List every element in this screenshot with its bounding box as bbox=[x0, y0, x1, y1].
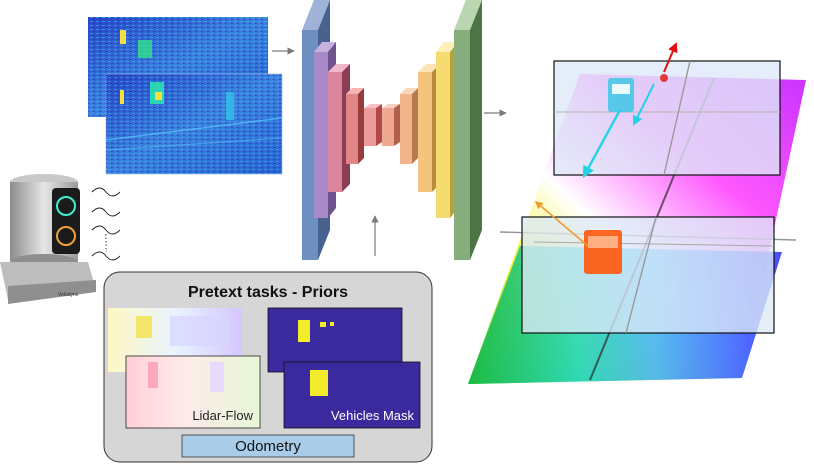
cyan-motion-arrow-2 bbox=[582, 109, 622, 179]
encoder-decoder-network bbox=[302, 0, 482, 260]
vehicle-mask-back-image bbox=[267, 307, 403, 373]
decoder-layer-1 bbox=[400, 88, 418, 164]
tracked-vehicle-icon bbox=[608, 74, 668, 112]
vehicles-mask-label: Vehicles Mask bbox=[331, 408, 415, 423]
red-motion-arrow bbox=[663, 42, 678, 73]
vehicle-mask-front-image: Vehicles Mask bbox=[283, 361, 421, 429]
priors-panel: Pretext tasks - Priors Lidar-Flow Vehicl… bbox=[103, 271, 433, 463]
odometry-label: Odometry bbox=[235, 438, 301, 455]
velodyne-sensor: Velodyne bbox=[0, 174, 121, 304]
lidar-flow-label: Lidar-Flow bbox=[192, 408, 253, 423]
odometry-box: Odometry bbox=[181, 434, 355, 458]
output-frame-top bbox=[553, 42, 781, 179]
laser-waves-icon bbox=[91, 187, 121, 261]
lidar-frame-front bbox=[105, 73, 283, 175]
decoder-layer-4 bbox=[454, 0, 482, 260]
bottleneck-layer-1 bbox=[364, 104, 382, 146]
orange-motion-arrow bbox=[534, 200, 589, 247]
priors-panel-title: Pretext tasks - Priors bbox=[188, 284, 348, 301]
lidar-flow-front-image: Lidar-Flow bbox=[125, 355, 261, 429]
output-scene bbox=[468, 42, 806, 384]
velodyne-brand-text: Velodyne bbox=[58, 292, 79, 298]
cyan-motion-arrow-1 bbox=[633, 83, 655, 126]
lidar-input-frames bbox=[88, 17, 283, 175]
output-frame-bottom bbox=[521, 200, 775, 334]
bottleneck-layer-2 bbox=[382, 104, 400, 146]
encoder-layer-4 bbox=[346, 88, 364, 164]
segmented-vehicle-icon bbox=[584, 230, 622, 274]
